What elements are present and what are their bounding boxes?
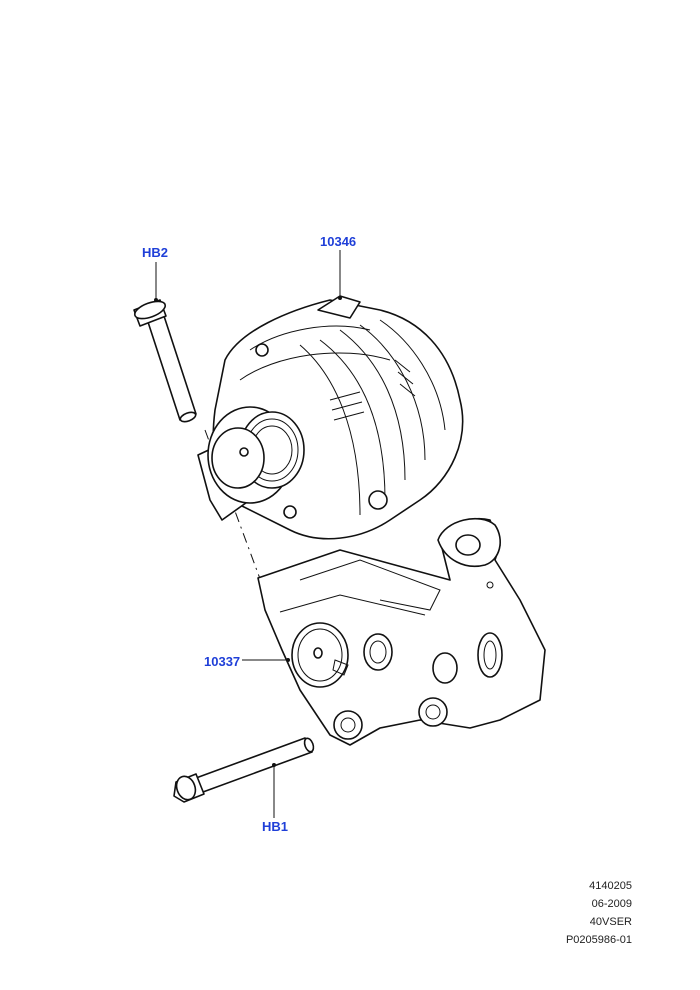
footer-date: 06-2009	[591, 898, 632, 910]
footer-series: 40VSER	[589, 916, 632, 928]
callout-10337[interactable]: 10337	[204, 654, 241, 669]
leader-dot-hb2	[154, 298, 158, 302]
callout-hb2[interactable]: HB2	[142, 245, 169, 260]
callout-hb1[interactable]: HB1	[262, 819, 289, 834]
callout-10346[interactable]: 10346	[320, 234, 357, 249]
leader-dot-hb1	[272, 763, 276, 767]
bolt-hb2-drawing	[133, 299, 197, 423]
bolt-hb1-drawing	[173, 737, 315, 803]
footer-part-number: P0205986-01	[565, 934, 632, 946]
bracket-drawing	[257, 517, 546, 746]
leader-dot-10346	[338, 296, 342, 300]
footer-code: 4140205	[589, 880, 632, 892]
leader-dot-10337	[286, 658, 290, 662]
alternator-drawing	[197, 295, 464, 540]
